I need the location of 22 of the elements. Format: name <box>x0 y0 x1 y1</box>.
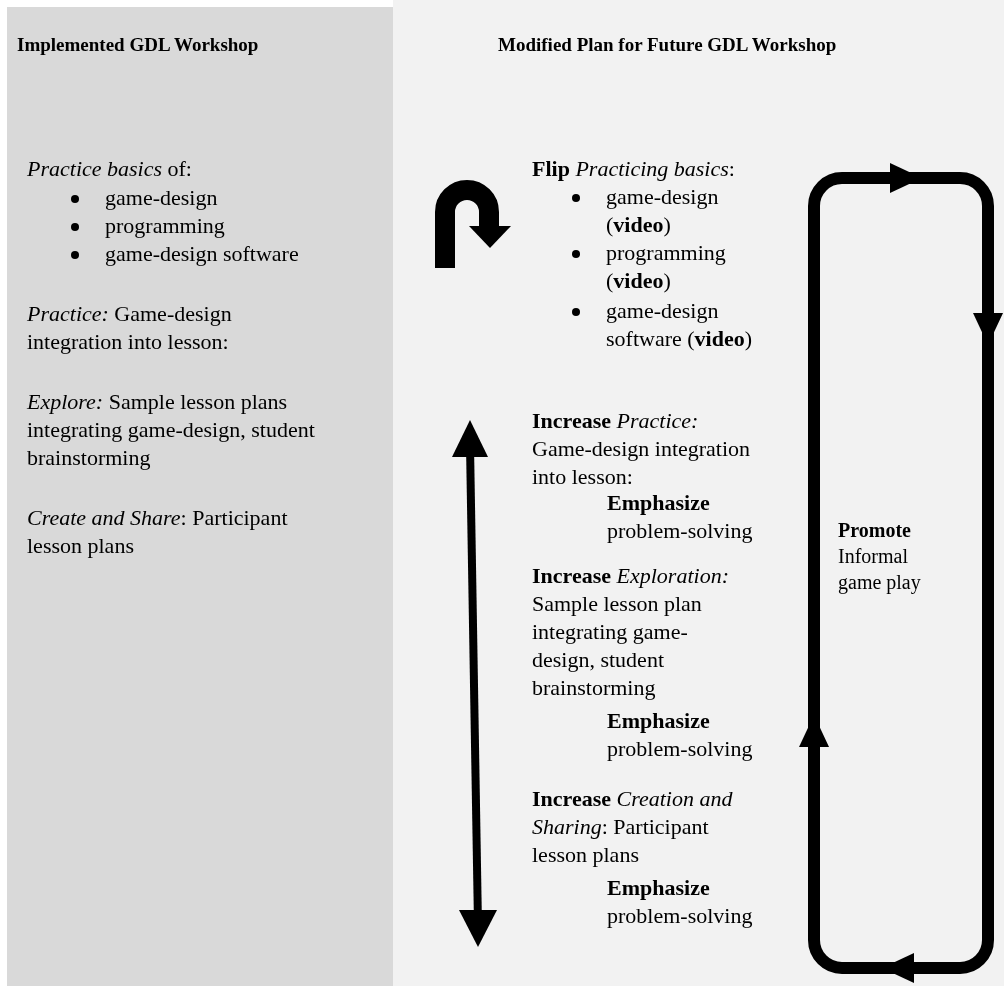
panel <box>7 7 393 986</box>
panel <box>393 0 1004 986</box>
paragraph: Create and Share: Participant lesson plans <box>27 504 289 560</box>
paragraph: Increase Practice: Game-design integration into lesson: <box>532 407 752 491</box>
panel-heading: Modified Plan for Future GDL Workshop <box>498 33 838 57</box>
list-item: game-design (video) <box>606 183 720 239</box>
paragraph: Emphasize problem-solving <box>607 489 754 545</box>
list-item: game-design software <box>105 240 300 268</box>
list-item: game-design software (video) <box>606 297 754 353</box>
paragraph: Increase Creation and Sharing: Participant lesson plans <box>532 785 734 869</box>
paragraph: Practice basics of: <box>27 155 193 183</box>
paragraph: Explore: Sample lesson plans integrating game-design, student brainstorming <box>27 388 316 472</box>
paragraph: Practice: Game-design integration into lesson: <box>27 300 233 356</box>
paragraph: Flip Practicing basics: <box>532 155 736 183</box>
list-item: programming <box>105 212 226 240</box>
paragraph: Promote Informal game play <box>838 518 922 595</box>
paragraph: Emphasize problem-solving <box>607 874 754 930</box>
paragraph: Increase Exploration: Sample lesson plan integrating game-design, student brainstorming <box>532 562 730 702</box>
paragraph: Emphasize problem-solving <box>607 707 754 763</box>
panel-heading: Implemented GDL Workshop <box>17 33 260 57</box>
list-item: programming (video) <box>606 239 727 295</box>
list-item: game-design <box>105 184 219 212</box>
